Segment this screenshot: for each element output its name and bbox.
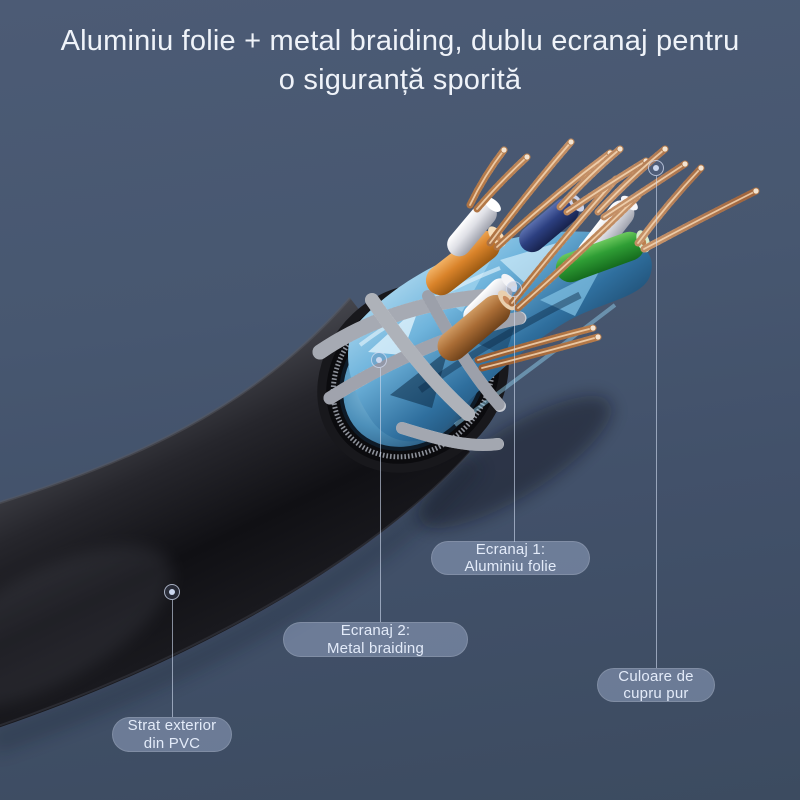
- anchor-dot: [371, 352, 387, 368]
- anchor-dot: [648, 160, 664, 176]
- leader-line: [514, 297, 515, 542]
- label-pill: Ecranaj 2: Metal braiding: [283, 622, 468, 657]
- aluminium-foil-bundle: [348, 231, 652, 442]
- copper-pair: [486, 138, 614, 251]
- leader-line: [656, 176, 657, 668]
- page-title: Aluminiu folie + metal braiding, dublu e…: [0, 22, 800, 100]
- copper-pair: [594, 145, 689, 221]
- copper-pair: [556, 145, 650, 216]
- title-line-2: o siguranță sporită: [278, 64, 522, 96]
- label-line-2: Aluminiu folie: [464, 558, 557, 575]
- copper-pair: [466, 146, 531, 213]
- copper-pair: [474, 324, 602, 372]
- copper-pairs: [466, 138, 760, 372]
- label-pill: Ecranaj 1: Aluminiu folie: [431, 541, 590, 575]
- label-line-2: cupru pur: [623, 685, 689, 702]
- label-line-1: Strat exterior: [127, 717, 217, 734]
- anchor-dot: [164, 584, 180, 600]
- title-line-1: Aluminiu folie + metal braiding, dublu e…: [60, 25, 740, 57]
- label-line-1: Ecranaj 2:: [340, 622, 411, 639]
- label-line-1: Ecranaj 1:: [475, 540, 546, 558]
- cast-shadows: [0, 396, 612, 754]
- anchor-dot: [506, 281, 522, 297]
- leader-line: [380, 368, 381, 622]
- leader-line: [172, 600, 173, 717]
- label-pill: Culoare de cupru pur: [597, 668, 715, 702]
- label-pill: Strat exterior din PVC: [112, 717, 232, 752]
- label-line-1: Culoare de: [618, 667, 694, 685]
- label-line-2: din PVC: [143, 734, 201, 752]
- label-line-2: Metal braiding: [326, 639, 425, 657]
